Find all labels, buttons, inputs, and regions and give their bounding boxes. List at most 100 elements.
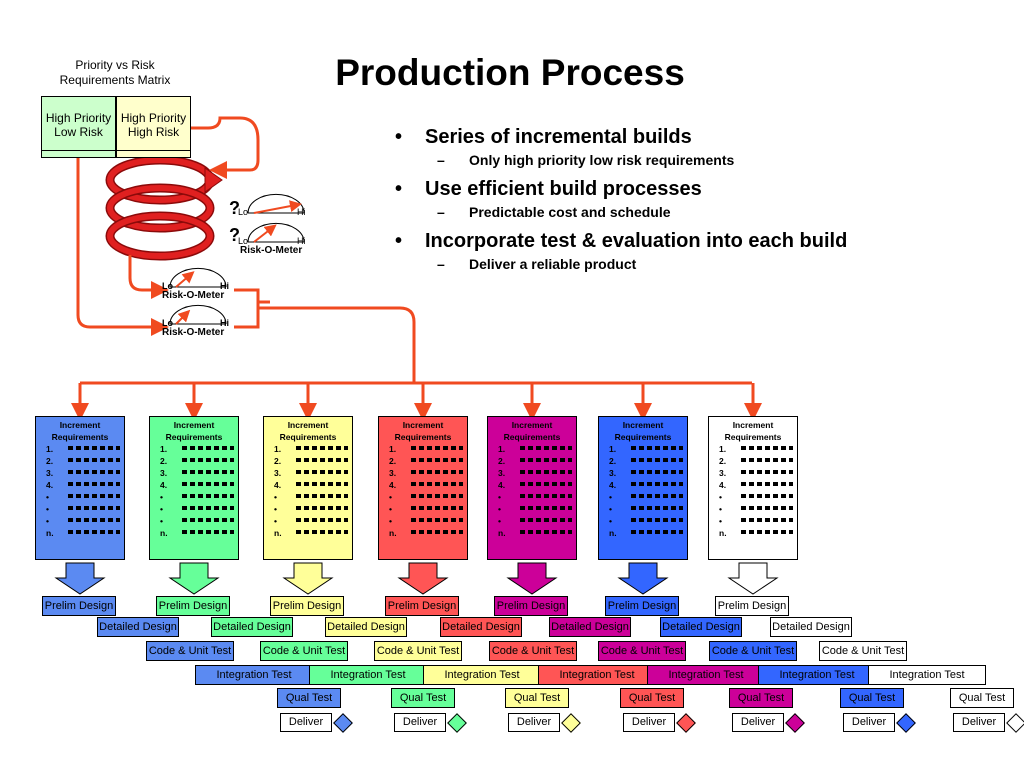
requirement-index: 1. xyxy=(609,444,617,454)
integration-stage-box: Integration Test xyxy=(538,665,656,685)
requirement-index: n. xyxy=(389,528,397,538)
matrix-cell-line1: High Priority xyxy=(120,111,187,125)
matrix-footer-low-risk xyxy=(41,150,116,158)
spiral-loop xyxy=(107,185,213,231)
requirement-row: • xyxy=(488,515,576,527)
increment-title-line2: Requirements xyxy=(51,432,109,442)
prelim-stage-box: Prelim Design xyxy=(156,596,230,616)
detailed-stage-box: Detailed Design xyxy=(325,617,407,637)
requirement-placeholder xyxy=(411,494,463,498)
prelim-stage-box: Prelim Design xyxy=(270,596,344,616)
requirement-row: 3. xyxy=(379,467,467,479)
qual-stage-box: Qual Test xyxy=(950,688,1014,708)
requirement-row: 4. xyxy=(488,479,576,491)
requirement-index: • xyxy=(274,516,277,526)
requirement-index: 2. xyxy=(274,456,282,466)
requirement-placeholder xyxy=(182,482,234,486)
requirement-row: • xyxy=(599,515,687,527)
requirement-placeholder xyxy=(68,458,120,462)
bus-feed-line xyxy=(258,306,416,383)
meter-lo-label: Lo xyxy=(162,318,173,328)
requirement-placeholder xyxy=(182,494,234,498)
requirement-index: 4. xyxy=(46,480,54,490)
requirement-index: 4. xyxy=(609,480,617,490)
requirement-row: • xyxy=(599,503,687,515)
high-risk-feed-line xyxy=(191,116,260,179)
meter-lo-label: Lo xyxy=(238,207,249,217)
requirement-placeholder xyxy=(411,530,463,534)
requirement-placeholder xyxy=(68,470,120,474)
requirement-placeholder xyxy=(520,446,572,450)
deliver-box: Deliver xyxy=(280,713,332,732)
requirement-row: n. xyxy=(488,527,576,539)
requirement-index: 2. xyxy=(389,456,397,466)
requirement-row: 3. xyxy=(709,467,797,479)
matrix-title-line1: Priority vs Risk xyxy=(75,58,155,72)
requirement-row: • xyxy=(150,491,238,503)
code-stage-box: Code & Unit Test xyxy=(146,641,234,661)
requirement-placeholder xyxy=(296,518,348,522)
requirement-placeholder xyxy=(296,482,348,486)
matrix-title: Priority vs Risk Requirements Matrix xyxy=(30,58,200,88)
requirement-row: • xyxy=(36,503,124,515)
requirement-row: 1. xyxy=(379,443,467,455)
requirement-row: 1. xyxy=(488,443,576,455)
requirement-placeholder xyxy=(182,530,234,534)
risk-meter-needle xyxy=(175,309,191,325)
requirement-index: 3. xyxy=(274,468,282,478)
risk-meter-dial xyxy=(247,222,305,243)
requirement-row: 4. xyxy=(150,479,238,491)
requirement-row: • xyxy=(379,503,467,515)
requirement-row: 2. xyxy=(150,455,238,467)
matrix-title-line2: Requirements Matrix xyxy=(59,73,171,87)
requirement-index: • xyxy=(498,504,501,514)
sub-bullet-item: Deliver a reliable product xyxy=(395,254,995,274)
risk-o-meter-label: Risk-O-Meter xyxy=(162,327,225,338)
risk-meter-needle xyxy=(175,271,195,288)
increment-title-line2: Requirements xyxy=(394,432,452,442)
integration-stage-box: Integration Test xyxy=(758,665,876,685)
requirement-index: • xyxy=(389,504,392,514)
phase-down-arrow xyxy=(54,562,106,595)
requirement-index: n. xyxy=(609,528,617,538)
requirement-placeholder xyxy=(741,494,793,498)
requirement-row: • xyxy=(488,491,576,503)
requirement-row: • xyxy=(264,515,352,527)
deliver-box: Deliver xyxy=(732,713,784,732)
requirement-placeholder xyxy=(296,494,348,498)
risk-o-meter-label: Risk-O-Meter xyxy=(240,245,303,256)
meter-lo-label: Lo xyxy=(238,236,249,246)
requirement-index: 4. xyxy=(719,480,727,490)
risk-meter-dial xyxy=(169,267,227,288)
requirement-placeholder xyxy=(631,458,683,462)
question-mark: ? xyxy=(229,198,240,218)
requirement-placeholder xyxy=(296,470,348,474)
matrix-cell-line2: Low Risk xyxy=(54,125,103,139)
requirement-row: n. xyxy=(599,527,687,539)
code-stage-box: Code & Unit Test xyxy=(260,641,348,661)
matrix-cell-high-priority-high-risk: High Priority High Risk xyxy=(116,96,191,151)
requirement-placeholder xyxy=(631,494,683,498)
requirement-row: • xyxy=(379,515,467,527)
requirement-row: 2. xyxy=(264,455,352,467)
requirement-placeholder xyxy=(741,518,793,522)
requirement-index: 1. xyxy=(498,444,506,454)
qual-stage-box: Qual Test xyxy=(277,688,341,708)
requirement-row: • xyxy=(36,491,124,503)
deliver-box: Deliver xyxy=(508,713,560,732)
spiral-loop xyxy=(107,213,213,259)
requirement-index: • xyxy=(274,492,277,502)
requirement-index: • xyxy=(160,504,163,514)
qual-stage-box: Qual Test xyxy=(505,688,569,708)
requirement-row: 4. xyxy=(379,479,467,491)
requirement-row: 1. xyxy=(599,443,687,455)
